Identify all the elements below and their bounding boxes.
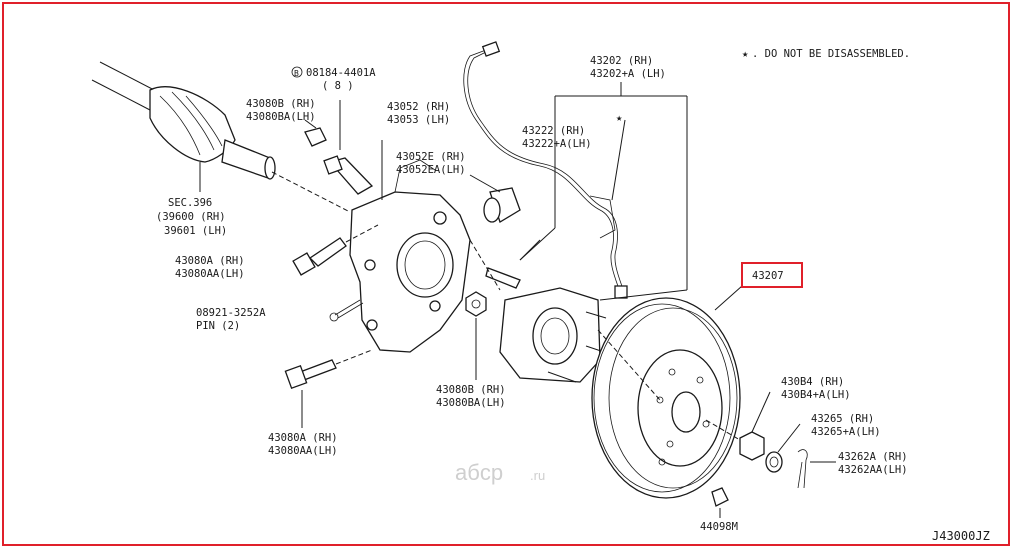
label-bushing-rh: 43052E (RH) <box>396 151 466 163</box>
side-bolt[interactable] <box>292 224 379 276</box>
label-pin-line1: 08921-3252A <box>196 307 266 319</box>
label-axle-pin-rh: 43262A (RH) <box>838 451 908 463</box>
cotter-pin[interactable] <box>329 299 364 322</box>
label-lower-bolt-lh: 43080AA(LH) <box>268 445 338 457</box>
knuckle[interactable] <box>349 140 471 353</box>
lower-bolt[interactable] <box>284 349 373 428</box>
label-sec-line2: (39600 (RH) <box>156 211 226 223</box>
cover-clip[interactable] <box>304 119 327 147</box>
bolt-8-circle-icon <box>291 66 303 78</box>
label-lower-nut-lh: 43080BA(LH) <box>436 397 506 409</box>
label-cover-rh: 43080B (RH) <box>246 98 316 110</box>
assembly-centerlines <box>271 171 741 441</box>
lower-nut[interactable] <box>465 291 487 380</box>
label-cap: 44098M <box>700 521 738 533</box>
label-bushing-lh: 43052EA(LH) <box>396 164 466 176</box>
label-cover-lh: 43080BA(LH) <box>246 111 316 123</box>
label-star: ★ <box>616 112 623 124</box>
label-knuckle-lh: 43053 (LH) <box>387 114 450 126</box>
hub-cap[interactable] <box>711 487 729 518</box>
brake-disc[interactable] <box>591 285 743 499</box>
label-lower-bolt-rh: 43080A (RH) <box>268 432 338 444</box>
label-axle-nut-lh: 430B4+A(LH) <box>781 389 851 401</box>
label-axle-nut-rh: 430B4 (RH) <box>781 376 844 388</box>
watermark-brand: aбcp <box>455 460 503 485</box>
hub-leader-bracket <box>519 82 688 301</box>
label-washer-lh: 43265+A(LH) <box>811 426 881 438</box>
diagram-frame <box>2 2 1010 546</box>
label-hub-rh: 43202 (RH) <box>590 55 653 67</box>
label-disc: 43207 <box>752 270 784 282</box>
bushing[interactable] <box>469 174 521 223</box>
drive-shaft[interactable] <box>91 61 276 192</box>
hub-bearing[interactable] <box>485 239 607 383</box>
disc-callout-box <box>741 262 803 288</box>
label-side-bolt-rh: 43080A (RH) <box>175 255 245 267</box>
label-pin-line2: PIN (2) <box>196 320 240 332</box>
abs-sensor[interactable] <box>463 41 628 299</box>
label-washer-rh: 43265 (RH) <box>811 413 874 425</box>
label-sensor-lh: 43222+A(LH) <box>522 138 592 150</box>
label-sensor-rh: 43222 (RH) <box>522 125 585 137</box>
bolt-8-prefix: B <box>294 69 299 78</box>
diagram-code: J43000JZ <box>932 529 990 543</box>
note-star: ★ <box>742 48 749 60</box>
note-text: . DO NOT BE DISASSEMBLED. <box>752 48 910 60</box>
label-axle-pin-lh: 43262AA(LH) <box>838 464 908 476</box>
label-knuckle-rh: 43052 (RH) <box>387 101 450 113</box>
label-hub-lh: 43202+A (LH) <box>590 68 666 80</box>
label-bolt-8-line2: ( 8 ) <box>322 80 354 92</box>
upper-bolt[interactable] <box>323 100 374 195</box>
label-sec-line1: SEC.396 <box>168 197 212 209</box>
label-lower-nut-rh: 43080B (RH) <box>436 384 506 396</box>
label-sec-line3: 39601 (LH) <box>164 225 227 237</box>
axle-nut-group[interactable] <box>739 391 836 489</box>
label-bolt-8-line1: 08184-4401A <box>306 67 376 79</box>
label-side-bolt-lh: 43080AA(LH) <box>175 268 245 280</box>
watermark-tld: .ru <box>530 468 545 483</box>
